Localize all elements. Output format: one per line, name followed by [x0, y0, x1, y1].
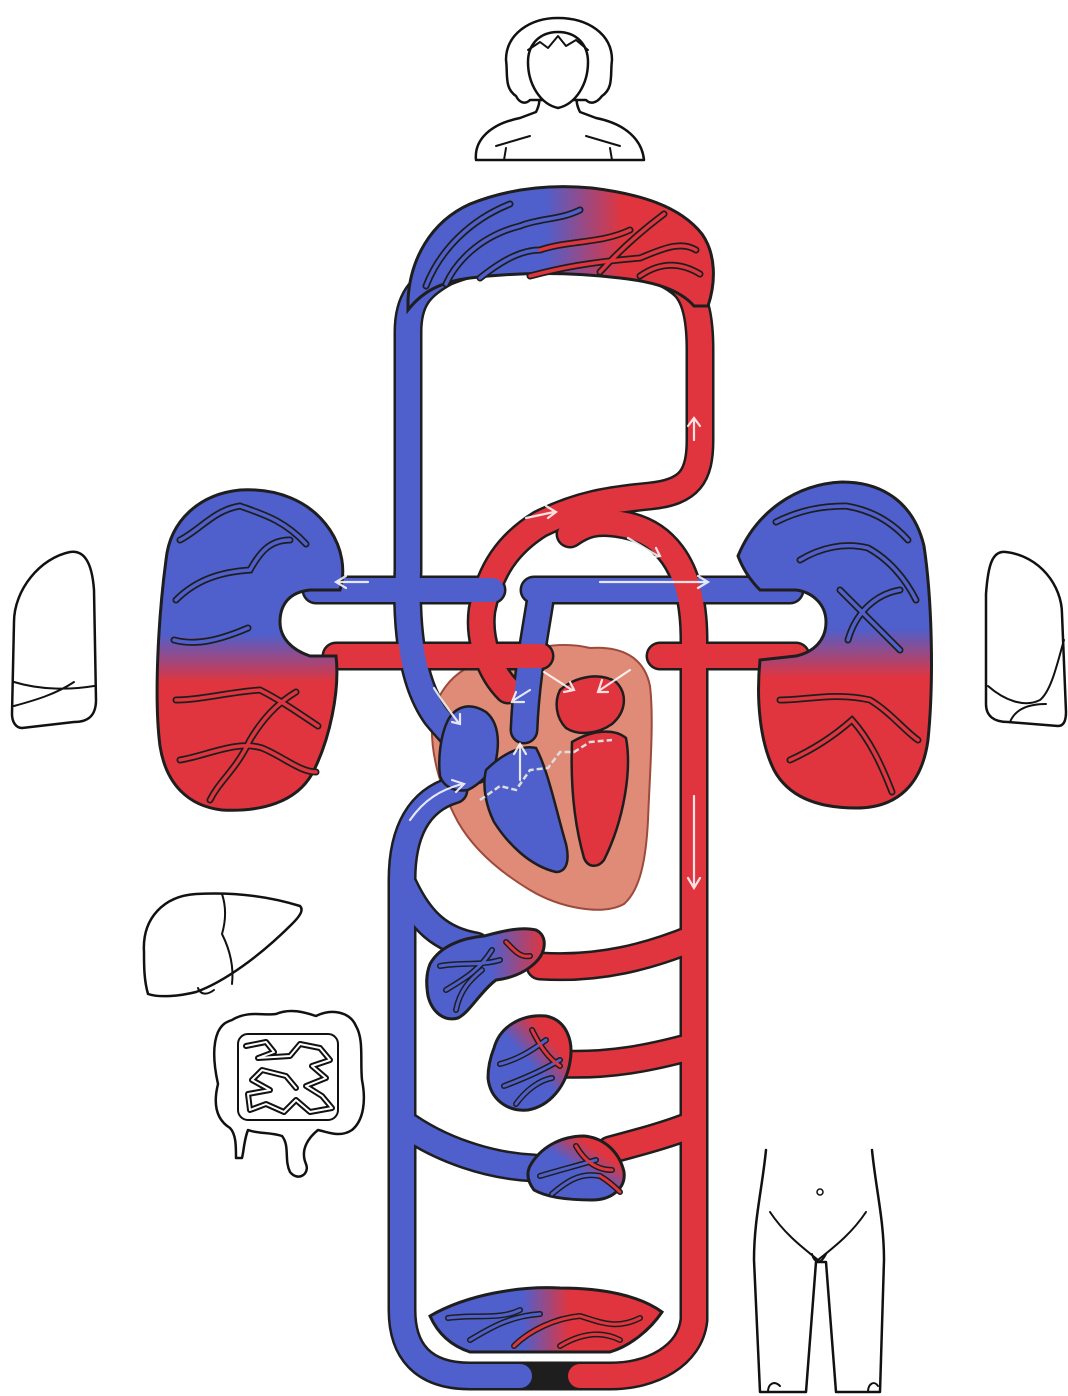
- intestines-icon: [214, 1011, 364, 1177]
- kidney-capillary-bed: [528, 1136, 624, 1200]
- aorta: [481, 264, 700, 690]
- lower-body-icon: [754, 1150, 884, 1392]
- liver-icon: [144, 894, 302, 997]
- gut-capillary-bed: [488, 1016, 571, 1110]
- left-lung-capillary-bed: [157, 490, 343, 810]
- head-torso-icon: [476, 18, 644, 160]
- lower-body-capillary-bed: [430, 1288, 662, 1352]
- left-lung-icon: [12, 552, 96, 728]
- right-lung-icon: [986, 552, 1066, 726]
